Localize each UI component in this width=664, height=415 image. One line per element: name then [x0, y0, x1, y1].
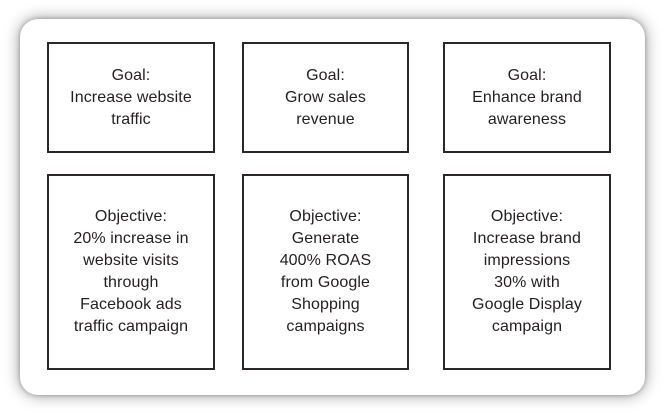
- goal-box-text: Goal: Grow sales revenue: [284, 66, 367, 128]
- diagram-card: Goal: Increase website traffic Goal: Gro…: [20, 19, 645, 395]
- goal-box-increase-website-traffic: Goal: Increase website traffic: [47, 42, 215, 153]
- goal-box-grow-sales-revenue: Goal: Grow sales revenue: [242, 42, 409, 153]
- objective-box-brand-impressions: Objective: Increase brand impressions 30…: [443, 174, 611, 370]
- objective-box-text: Objective: Generate 400% ROAS from Googl…: [279, 208, 372, 335]
- goal-box-text: Goal: Increase website traffic: [70, 66, 192, 128]
- objective-box-roas: Objective: Generate 400% ROAS from Googl…: [242, 174, 409, 370]
- goal-box-text: Goal: Enhance brand awareness: [472, 66, 582, 128]
- objective-box-text: Objective: Increase brand impressions 30…: [472, 208, 582, 335]
- goal-box-enhance-brand-awareness: Goal: Enhance brand awareness: [443, 42, 611, 153]
- objective-box-text: Objective: 20% increase in website visit…: [73, 208, 189, 335]
- objective-box-website-visits: Objective: 20% increase in website visit…: [47, 174, 215, 370]
